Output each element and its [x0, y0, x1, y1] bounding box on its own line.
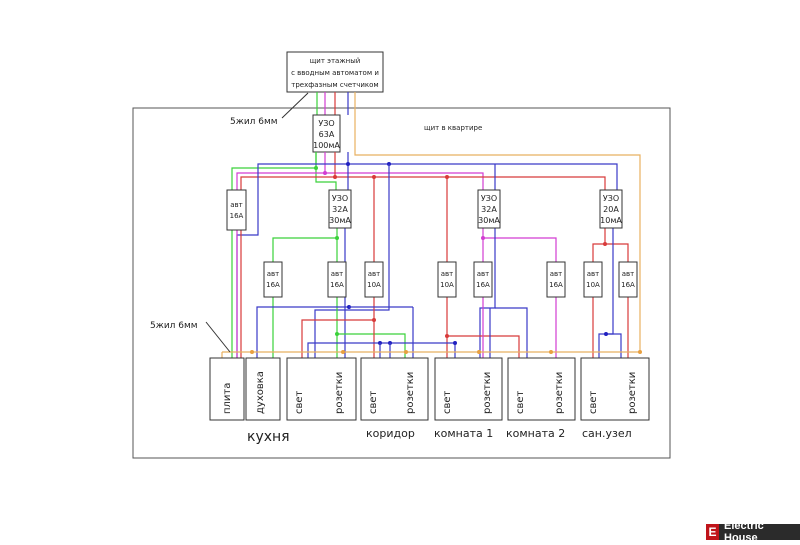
room-label-bathroom: сан.узел — [582, 427, 632, 440]
apartment-panel-label: щит в квартире — [424, 124, 482, 132]
feed-wires — [316, 92, 641, 352]
load-label: розетки — [334, 372, 345, 414]
load-label: духовка — [255, 371, 266, 414]
svg-text:16А: 16А — [476, 281, 490, 289]
svg-text:УЗО: УЗО — [603, 194, 619, 203]
load-box — [245, 357, 281, 421]
load-label: свет — [442, 390, 453, 414]
cable-label-top: 5жил 6мм — [230, 117, 278, 127]
svg-text:УЗО: УЗО — [332, 194, 348, 203]
room-label-kitchen: кухня — [247, 429, 290, 445]
svg-text:20А: 20А — [603, 205, 619, 214]
load-box — [209, 357, 245, 421]
svg-text:УЗО: УЗО — [481, 194, 497, 203]
logo-text: Electric House — [719, 520, 800, 544]
load-label: розетки — [405, 372, 416, 414]
breaker: авт 16А — [473, 261, 493, 298]
floor-panel-line: с вводным автоматом и — [291, 69, 379, 77]
floor-panel-line: щит этажный — [310, 57, 361, 65]
apartment-panel-frame — [132, 107, 671, 459]
svg-text:авт: авт — [477, 270, 490, 278]
leader-line — [205, 321, 231, 353]
svg-text:63А: 63А — [319, 130, 335, 139]
room-label-corridor: коридор — [366, 427, 415, 440]
svg-text:30мА: 30мА — [478, 216, 500, 225]
svg-text:10А: 10А — [586, 281, 600, 289]
load-box — [507, 357, 576, 421]
buses — [221, 152, 642, 358]
breaker: авт 16А — [618, 261, 638, 298]
svg-text:10А: 10А — [367, 281, 381, 289]
floor-panel-line: трехфазным счетчиком — [291, 81, 378, 89]
load-label: свет — [368, 390, 379, 414]
breaker: авт 16А — [263, 261, 283, 298]
svg-text:авт: авт — [587, 270, 600, 278]
load-box — [286, 357, 357, 421]
watermark-logo: E Electric House — [706, 520, 800, 544]
svg-text:10мА: 10мА — [600, 216, 622, 225]
logo-letter: E — [706, 524, 719, 540]
rcd: УЗО 20А 10мА — [599, 189, 623, 229]
leader-line — [281, 92, 309, 119]
svg-text:16А: 16А — [266, 281, 280, 289]
svg-text:авт: авт — [230, 201, 243, 209]
load-box — [580, 357, 650, 421]
svg-text:10А: 10А — [440, 281, 454, 289]
svg-text:УЗО: УЗО — [318, 119, 334, 128]
load-box — [434, 357, 503, 421]
load-label: розетки — [554, 372, 565, 414]
svg-text:32А: 32А — [332, 205, 348, 214]
breaker: авт 10А — [437, 261, 457, 298]
load-label: свет — [588, 390, 599, 414]
svg-text:авт: авт — [267, 270, 280, 278]
cable-label-bottom: 5жил 6мм — [150, 321, 198, 331]
room-label-room1: комната 1 — [434, 427, 493, 440]
room-label-room2: комната 2 — [506, 427, 565, 440]
breaker-stove: авт 16А — [226, 189, 247, 231]
rcd: УЗО 32А 30мА — [477, 189, 501, 229]
floor-panel: щит этажный с вводным автоматом и трехфа… — [286, 51, 384, 93]
svg-text:авт: авт — [441, 270, 454, 278]
load-box — [360, 357, 429, 421]
svg-text:30мА: 30мА — [329, 216, 351, 225]
breaker: авт 10А — [364, 261, 384, 298]
svg-text:авт: авт — [550, 270, 563, 278]
breaker: авт 10А — [583, 261, 603, 298]
svg-text:16А: 16А — [330, 281, 344, 289]
rcd: УЗО 32А 30мА — [328, 189, 352, 229]
load-label: свет — [294, 390, 305, 414]
rcd-main: УЗО 63А 100мА — [312, 114, 341, 153]
load-label: свет — [515, 390, 526, 414]
svg-text:авт: авт — [331, 270, 344, 278]
load-label: плита — [222, 383, 233, 414]
svg-text:100мА: 100мА — [313, 141, 340, 150]
svg-text:16А: 16А — [549, 281, 563, 289]
breaker: авт 16А — [327, 261, 347, 298]
svg-text:авт: авт — [622, 270, 635, 278]
svg-text:авт: авт — [368, 270, 381, 278]
svg-text:32А: 32А — [481, 205, 497, 214]
load-label: розетки — [627, 372, 638, 414]
svg-text:16А: 16А — [230, 212, 244, 220]
svg-text:16А: 16А — [621, 281, 635, 289]
load-label: розетки — [482, 372, 493, 414]
breaker: авт 16А — [546, 261, 566, 298]
